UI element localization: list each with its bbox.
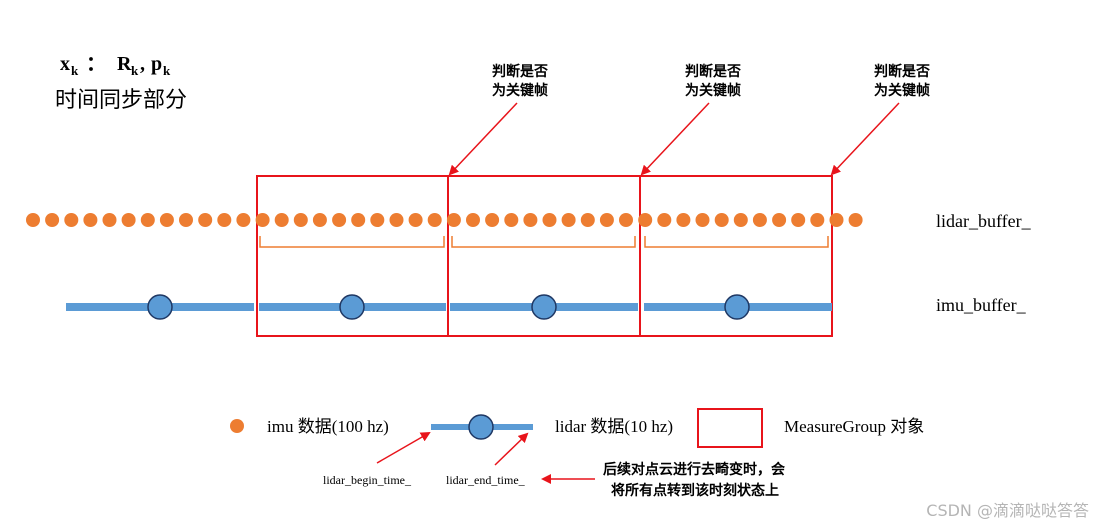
formula-R: R bbox=[117, 53, 132, 75]
imu-dot bbox=[810, 213, 825, 227]
bracket-3 bbox=[644, 236, 829, 248]
imu-buffer-label: imu_buffer_ bbox=[936, 295, 1027, 315]
imu-dot bbox=[198, 213, 213, 227]
imu-dot bbox=[370, 213, 385, 227]
imu-dot bbox=[676, 213, 691, 227]
lidar-line-row bbox=[66, 294, 832, 320]
legend-lidar-point bbox=[468, 414, 494, 440]
keyframe-label-1-line1: 判断是否 bbox=[492, 63, 548, 80]
imu-dot-row bbox=[26, 213, 863, 227]
formula-comma: , bbox=[140, 53, 145, 75]
begin-time-label: lidar_begin_time_ bbox=[323, 473, 412, 487]
imu-dot bbox=[427, 213, 442, 227]
imu-dot bbox=[179, 213, 193, 227]
imu-dot bbox=[217, 213, 232, 227]
imu-dot bbox=[293, 213, 308, 227]
imu-dot bbox=[714, 213, 729, 227]
imu-dot bbox=[332, 213, 347, 227]
imu-dot bbox=[255, 213, 270, 227]
imu-dot bbox=[140, 213, 155, 227]
imu-dot bbox=[829, 213, 844, 227]
formula-R-sub: k bbox=[131, 63, 139, 78]
note-line-1: 后续对点云进行去畸变时，会 bbox=[603, 461, 786, 478]
keyframe-label-1-line2: 为关键帧 bbox=[492, 82, 548, 99]
end-time-arrow bbox=[494, 432, 529, 466]
imu-dot bbox=[848, 213, 863, 227]
imu-dot bbox=[752, 213, 767, 227]
imu-dot bbox=[695, 213, 710, 227]
measure-group-box-3 bbox=[639, 175, 833, 337]
imu-dot bbox=[599, 213, 614, 227]
legend-lidar-label: lidar 数据(10 hz) bbox=[555, 417, 673, 436]
imu-dot bbox=[542, 213, 557, 227]
lidar-scan-point-2 bbox=[531, 294, 557, 320]
keyframe-label-2-line2: 为关键帧 bbox=[685, 82, 741, 99]
lidar-scan-point-0 bbox=[147, 294, 173, 320]
imu-dot bbox=[102, 213, 117, 227]
bracket-2 bbox=[451, 236, 636, 248]
imu-dot bbox=[657, 213, 672, 227]
imu-dot bbox=[274, 213, 289, 227]
formula-colon: ： bbox=[86, 53, 106, 75]
imu-dot bbox=[312, 213, 327, 227]
imu-dot bbox=[561, 213, 576, 227]
watermark: CSDN @滴滴哒哒答答 bbox=[926, 501, 1089, 520]
legend-measure-label: MeasureGroup 对象 bbox=[784, 417, 924, 436]
imu-dot bbox=[733, 213, 748, 227]
imu-dot bbox=[83, 213, 98, 227]
lidar-scan-point-1 bbox=[339, 294, 365, 320]
end-time-label: lidar_end_time_ bbox=[446, 473, 526, 487]
imu-dot bbox=[45, 213, 60, 227]
imu-dot bbox=[772, 213, 787, 227]
imu-dot bbox=[121, 213, 136, 227]
keyframe-arrow-1 bbox=[448, 102, 518, 176]
formula-p-sub: k bbox=[163, 63, 171, 78]
formula-x-sub: k bbox=[71, 63, 79, 78]
keyframe-label-2-line1: 判断是否 bbox=[685, 63, 741, 80]
imu-dot bbox=[446, 213, 461, 227]
imu-dot bbox=[64, 213, 79, 227]
imu-dot bbox=[26, 213, 40, 227]
imu-dot bbox=[389, 213, 404, 227]
imu-dot bbox=[485, 213, 500, 227]
bracket-1 bbox=[259, 236, 445, 248]
imu-dot bbox=[351, 213, 366, 227]
note-line-2: 将所有点转到该时刻状态上 bbox=[611, 482, 779, 499]
imu-dot bbox=[504, 213, 519, 227]
imu-dot bbox=[523, 213, 538, 227]
formula-p: p bbox=[151, 53, 162, 75]
imu-dot bbox=[466, 213, 480, 227]
imu-dot bbox=[236, 213, 251, 227]
lidar-scan-point-3 bbox=[724, 294, 750, 320]
imu-dot bbox=[791, 213, 806, 227]
legend-measure-box bbox=[697, 408, 763, 448]
imu-dot bbox=[638, 213, 653, 227]
keyframe-label-3-line1: 判断是否 bbox=[874, 63, 930, 80]
subtitle: 时间同步部分 bbox=[55, 88, 187, 113]
imu-dot bbox=[408, 213, 423, 227]
legend-imu-dot bbox=[230, 419, 244, 433]
keyframe-label-3-line2: 为关键帧 bbox=[874, 82, 930, 99]
title-formula: x k ： R k , p k bbox=[60, 53, 171, 78]
imu-dot bbox=[580, 213, 595, 227]
lidar-buffer-label: lidar_buffer_ bbox=[936, 211, 1032, 231]
imu-dot bbox=[159, 213, 174, 227]
formula-x: x bbox=[60, 53, 70, 75]
begin-time-arrow bbox=[376, 432, 431, 464]
keyframe-arrow-3 bbox=[830, 102, 900, 176]
keyframe-arrow-2 bbox=[640, 102, 710, 176]
legend-imu-label: imu 数据(100 hz) bbox=[267, 417, 389, 436]
imu-dot bbox=[619, 213, 633, 227]
